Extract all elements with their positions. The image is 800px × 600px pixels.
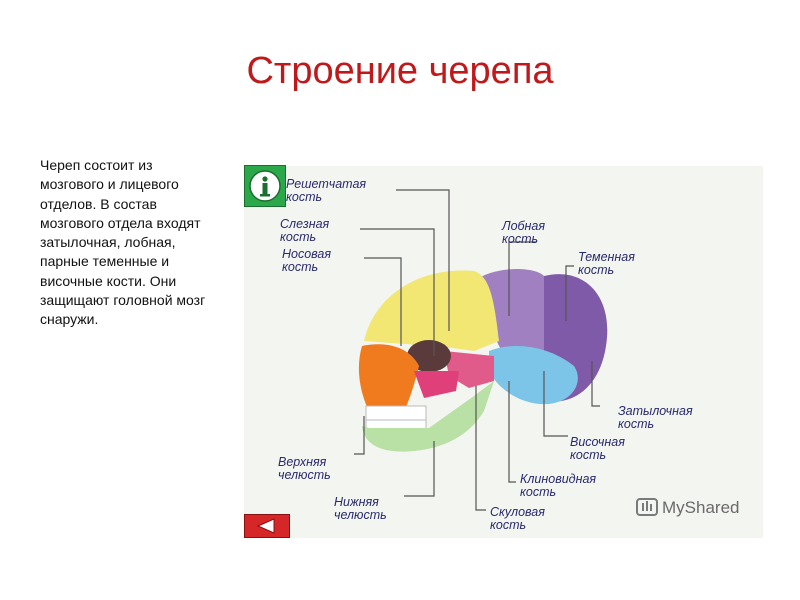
watermark-text: MyShared [662,498,740,517]
label-maxilla: Верхняя челюсть [278,455,331,482]
orbit-cavity [407,340,451,372]
slide-body-text: Череп состоит из мозгового и лицевого от… [40,157,206,328]
label-frontal: Лобная кость [502,219,546,246]
info-icon [249,170,281,202]
label-temporal: Височная кость [570,435,625,462]
label-lacrimal: Слезная кость [280,217,330,244]
slide-title: Строение черепа [246,50,554,92]
label-mandible: Нижняя челюсть [334,495,387,522]
info-button[interactable] [244,165,286,207]
label-parietal: Теменная кость [578,250,635,277]
frontal-bone [364,270,499,351]
maxilla-bone [358,344,419,411]
watermark: MyShared [636,498,739,518]
zygomatic-bone [414,371,459,398]
label-zygomatic: Скуловая кость [490,505,545,532]
myshared-logo-icon [636,498,658,516]
label-sphenoid: Клиновидная кость [520,472,597,499]
label-nasal: Носовая кость [282,247,332,274]
upper-teeth [365,405,427,421]
skull-figure: Решетчатая кость Слезная кость Носовая к… [244,166,763,538]
back-button[interactable] [244,514,290,538]
skull-illustration [354,189,608,511]
label-ethmoid: Решетчатая кость [286,177,367,204]
label-occipital: Затылочная кость [618,404,693,431]
temporal-bone [489,346,578,405]
mandible-bone [362,381,494,452]
back-arrow-icon [256,518,275,534]
